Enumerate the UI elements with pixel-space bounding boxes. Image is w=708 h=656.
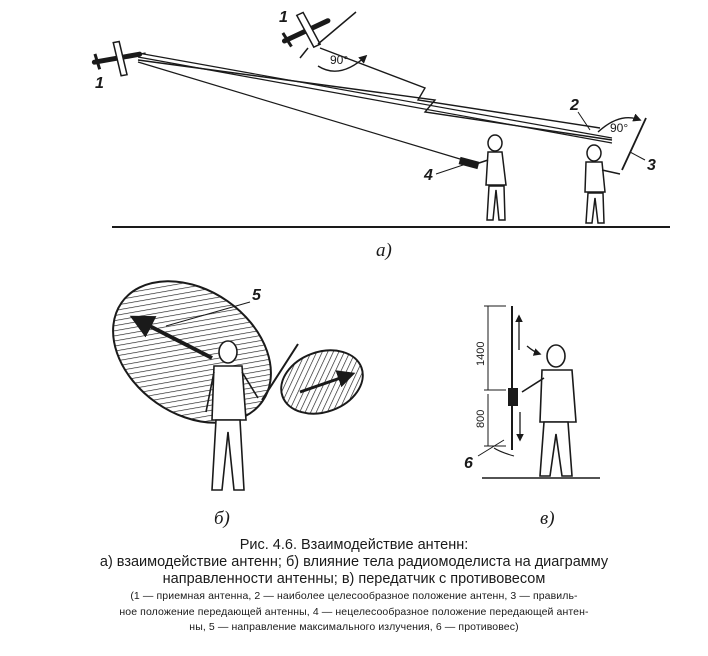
max-radiation-arrow-small: [299, 370, 356, 394]
signal-to-person-left: [137, 61, 471, 163]
operator-panel-b: [205, 340, 259, 491]
operator-right: [584, 144, 621, 224]
panel-b: 5 б): [112, 280, 364, 529]
caption-legend-1: (1 — приемная антенна, 2 — наиболее целе…: [130, 590, 578, 602]
zigzag-signal-left: [137, 59, 613, 141]
panel-c: 1400 800 6 в): [464, 305, 600, 529]
panel-a-label: а): [376, 240, 392, 261]
panel-c-label: в): [540, 508, 555, 529]
label-1-top: 1: [279, 9, 288, 26]
airplane-left-icon: [91, 40, 146, 77]
label-6: 6: [464, 455, 473, 472]
antenna-interaction-figure: 90° 90° 1 1 2 3 4 а): [91, 9, 670, 529]
max-radiation-arrow-large: [129, 315, 213, 360]
caption-line-2: направленности антенны; в) передатчик с …: [162, 571, 546, 587]
operator-panel-c: [521, 344, 577, 477]
angle-arc-top: [317, 54, 368, 72]
panel-b-label: б): [214, 508, 230, 529]
airplane-top-antenna: [317, 11, 357, 45]
angle-top-label: 90°: [330, 53, 348, 67]
radiation-lobe-small: [280, 349, 364, 415]
airplane-top-icon: [281, 11, 331, 49]
label-5: 5: [252, 287, 262, 304]
operator-left: [458, 134, 507, 221]
angle-arc-right: [597, 113, 642, 133]
label-4: 4: [423, 167, 433, 184]
zigzag-signal-top: [319, 47, 601, 129]
label-1-left: 1: [95, 75, 104, 92]
caption-legend-2: ное положение передающей антенны, 4 — не…: [119, 605, 589, 618]
antenna-correct: [621, 117, 647, 171]
caption-legend-3: ны, 5 — направление максимального излуче…: [189, 621, 519, 633]
antenna-panel-b: [261, 343, 299, 401]
caption-title: Рис. 4.6. Взаимодействие антенн:: [239, 537, 469, 553]
label-3: 3: [647, 157, 656, 174]
dim-800: 800: [475, 410, 487, 428]
label-2: 2: [569, 97, 579, 114]
panel-a: 90° 90° 1 1 2 3 4 а): [91, 9, 670, 261]
dim-1400: 1400: [475, 342, 487, 366]
radiation-lobe-large: [112, 280, 272, 424]
angle-right-label: 90°: [610, 121, 628, 135]
transmitter-box-c: [508, 388, 518, 406]
caption-line-1: а) взаимодействие антенн; б) влияние тел…: [99, 554, 609, 570]
figure-caption: Рис. 4.6. Взаимодействие антенн: а) взаи…: [0, 536, 708, 635]
